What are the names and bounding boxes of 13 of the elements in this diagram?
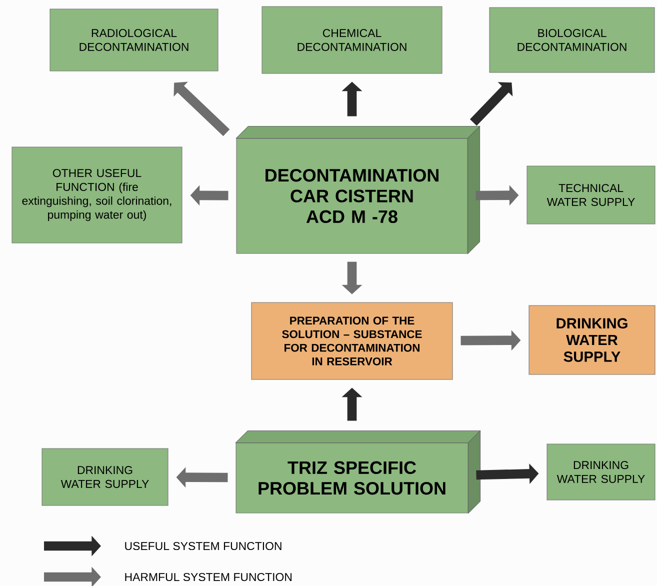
legend-text: HARMFUL SYSTEM FUNCTION	[125, 572, 292, 582]
function-box: TECHNICAL WATER SUPPLY	[526, 166, 656, 224]
function-box: OTHER USEFUL FUNCTION (fire extinguishing, soil clorination, pumping water out)	[12, 146, 182, 244]
system-block: DECONTAMINATION CAR CISTERN ACD M -78	[236, 126, 480, 254]
function-box: DRINKING WATER SUPPLY	[546, 444, 656, 500]
function-box: DRINKING WATER SUPPLY	[42, 448, 168, 506]
legend-text: USEFUL SYSTEM FUNCTION	[125, 542, 282, 550]
process-box: PREPARATION OF THE SOLUTION – SUBSTANCE FOR DECONTAMINATION IN RESERVOIR	[251, 302, 453, 380]
function-box: BIOLOGICAL DECONTAMINATION	[489, 7, 655, 73]
function-box: RADIOLOGICAL DECONTAMINATION	[50, 8, 218, 72]
function-box: CHEMICAL DECONTAMINATION	[262, 6, 442, 74]
result-box: DRINKING WATER SUPPLY	[528, 305, 656, 375]
system-block: TRIZ SPECIFIC PROBLEM SOLUTION	[235, 430, 481, 514]
